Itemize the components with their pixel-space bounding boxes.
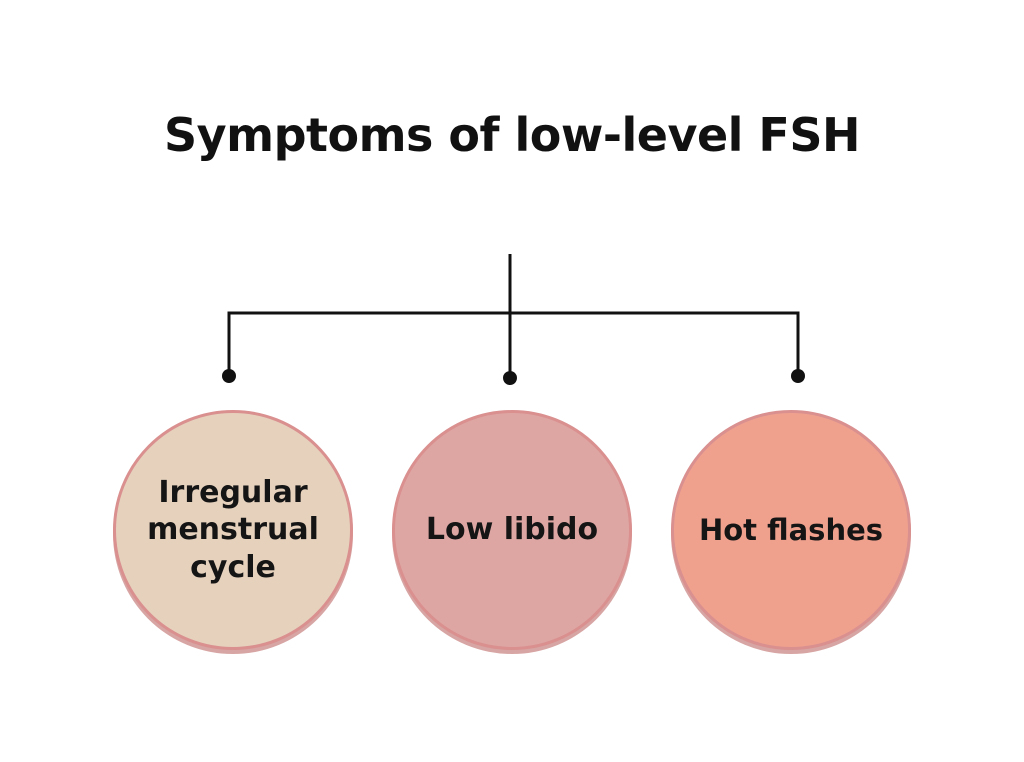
branch-bar xyxy=(227,311,800,375)
node-label: Low libido xyxy=(425,512,599,548)
node-low-libido: Low libido xyxy=(392,410,632,650)
node-label: Irregular menstrual cycle xyxy=(147,474,319,585)
node-hot-flashes: Hot flashes xyxy=(671,410,911,650)
diagram-title: Symptoms of low-level FSH xyxy=(164,108,860,162)
connector-dot-1 xyxy=(222,369,236,383)
node-irregular-menstrual-cycle: Irregular menstrual cycle xyxy=(113,410,353,650)
node-label: Hot flashes xyxy=(698,512,884,547)
connector-dot-2 xyxy=(503,371,517,385)
connector-dot-3 xyxy=(791,369,805,383)
